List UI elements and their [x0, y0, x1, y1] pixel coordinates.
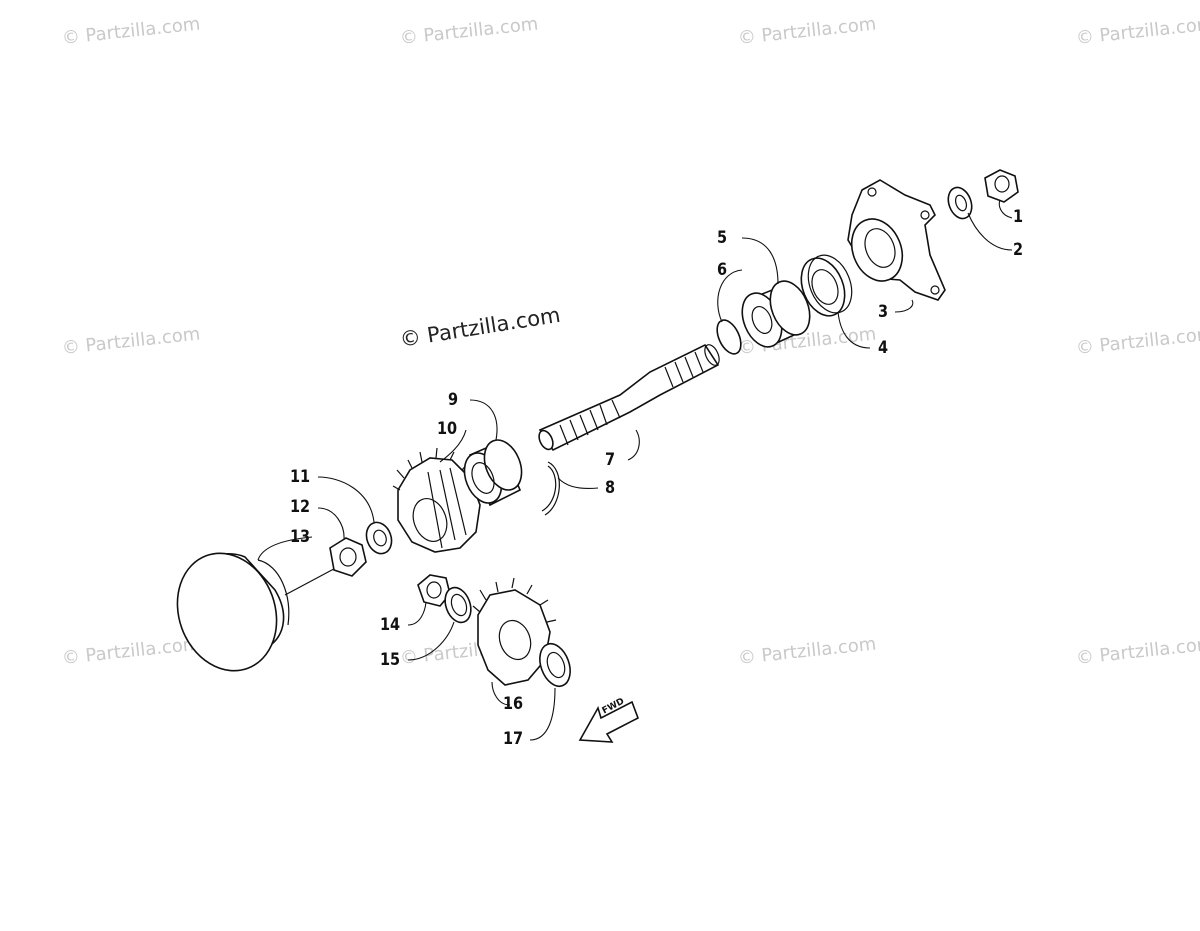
- leader-line-17: [529, 687, 556, 741]
- callout-5: 5: [717, 228, 728, 248]
- part-4-seal: [800, 254, 853, 317]
- callout-3: 3: [878, 302, 889, 322]
- callout-17: 17: [503, 729, 524, 749]
- part-13-cover-cap: [176, 552, 290, 672]
- callout-14: 14: [380, 615, 401, 635]
- callout-13: 13: [290, 527, 311, 547]
- part-5-bearing: [741, 280, 811, 348]
- callout-15: 15: [380, 650, 401, 670]
- callout-16: 16: [503, 694, 524, 714]
- leader-line-1: [998, 199, 1013, 219]
- part-1-nut: [984, 169, 1019, 203]
- part-12-nut: [329, 537, 367, 577]
- part-11-washer: [365, 521, 393, 555]
- callout-8: 8: [605, 478, 616, 498]
- callout-12: 12: [290, 497, 311, 517]
- part-17-washer: [539, 642, 571, 688]
- leader-line-13: [257, 536, 313, 561]
- part-9-bearing: [463, 439, 523, 507]
- leader-line-16: [491, 681, 511, 706]
- part-10-bevel-gear: [392, 447, 481, 553]
- callout-10: 10: [437, 419, 458, 439]
- leader-line-8: [557, 477, 599, 489]
- fwd-arrow-icon: [578, 700, 639, 743]
- part-15-washer: [444, 586, 472, 624]
- callout-11: 11: [290, 467, 311, 487]
- part-16-gear: [472, 577, 557, 686]
- leader-line-10: [439, 429, 467, 463]
- leader-line-5: [741, 237, 779, 285]
- part-3-flange: [847, 179, 946, 301]
- callout-9: 9: [448, 390, 459, 410]
- leader-line-14: [407, 601, 427, 626]
- leader-line-4: [837, 311, 871, 349]
- callout-6: 6: [717, 260, 728, 280]
- callout-1: 1: [1013, 207, 1024, 227]
- leader-line-7: [627, 429, 640, 461]
- leader-line-11: [317, 476, 375, 523]
- leader-line-3: [894, 299, 914, 313]
- leader-line-12: [317, 507, 345, 541]
- callout-4: 4: [878, 338, 889, 358]
- part-8-snap-ring: [541, 461, 560, 516]
- part-2-washer: [947, 186, 973, 220]
- callout-7: 7: [605, 450, 616, 470]
- leader-line-6: [717, 269, 743, 323]
- leader-line-2: [967, 212, 1013, 251]
- part-7-shaft: [538, 343, 720, 452]
- leader-line-15: [407, 621, 455, 661]
- leader-line-9: [469, 399, 498, 441]
- callout-2: 2: [1013, 240, 1024, 260]
